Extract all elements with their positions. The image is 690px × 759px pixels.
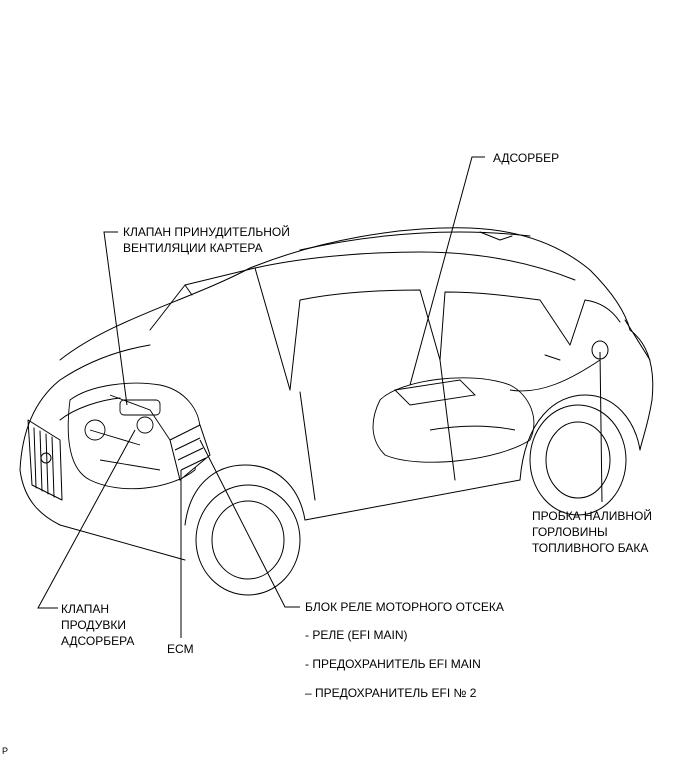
relay-item-efi-main: - РЕЛЕ (EFI MAIN) — [305, 628, 408, 642]
fuel-cap-label-line2: ГОРЛОВИНЫ — [532, 525, 608, 539]
pcv-valve-label-line1: КЛАПАН ПРИНУДИТЕЛЬНОЙ — [123, 225, 290, 239]
fuel-cap-label-line1: ПРОБКА НАЛИВНОЙ — [532, 509, 652, 523]
fuel-cap-label-line3: ТОПЛИВНОГО БАКА — [532, 541, 649, 555]
adsorber-label: АДСОРБЕР — [493, 151, 560, 165]
leader-fuel-cap — [599, 351, 603, 503]
ecm-unit — [169, 424, 211, 481]
vehicle-outline — [19, 227, 654, 596]
fuse-efi-no2: – ПРЕДОХРАНИТЕЛЬ EFI № 2 — [305, 686, 477, 700]
corner-mark: P — [2, 746, 9, 756]
purge-valve-label-line3: АДСОРБЕРА — [61, 634, 135, 648]
purge-valve-label-line1: КЛАПАН — [61, 602, 110, 616]
leader-lines — [37, 156, 603, 638]
engine-assembly — [67, 382, 201, 490]
fuse-efi-main: - ПРЕДОХРАНИТЕЛЬ EFI MAIN — [305, 657, 481, 671]
fuel-tank-assembly — [372, 359, 601, 463]
leader-purge-valve — [37, 429, 136, 609]
leader-adsorber — [409, 156, 485, 386]
leader-pcv-valve — [103, 231, 128, 406]
relay-block-label: БЛОК РЕЛЕ МОТОРНОГО ОТСЕКА — [305, 600, 504, 614]
ecm-label: ECM — [167, 642, 194, 656]
leader-relay-block — [199, 439, 300, 608]
pcv-valve-label-line2: ВЕНТИЛЯЦИИ КАРТЕРА — [123, 241, 263, 255]
purge-valve-label-line2: ПРОДУВКИ — [61, 618, 126, 632]
